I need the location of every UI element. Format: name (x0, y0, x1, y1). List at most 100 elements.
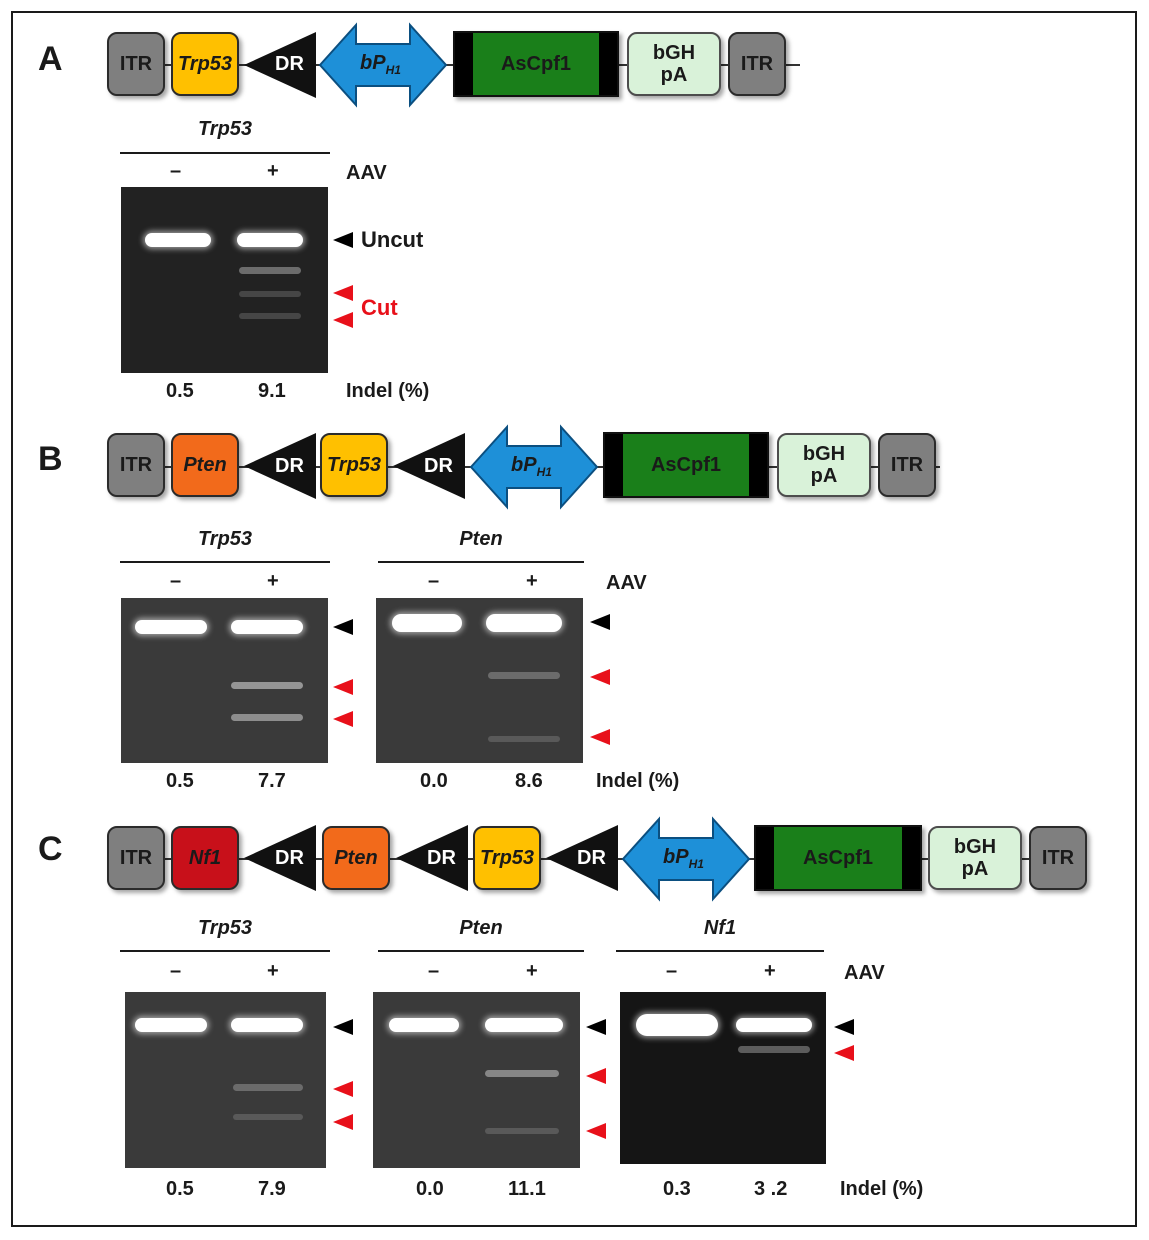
cut-marker (333, 679, 353, 695)
itr-left-box: ITR (107, 32, 165, 96)
ascpf1-box: AsCpf1 (453, 31, 619, 97)
dr-triangle (396, 825, 468, 891)
dr-label: DR (275, 455, 304, 477)
indel-value: 9.1 (258, 380, 286, 402)
band-uncut (392, 614, 462, 632)
band-uncut (145, 233, 211, 247)
gel-title-pten: Pten (459, 917, 503, 939)
cut-marker (333, 1081, 353, 1097)
cut-marker (333, 1114, 353, 1130)
trp53-box: Trp53 (171, 32, 239, 96)
band-cut (485, 1128, 559, 1134)
cut-marker (586, 1068, 606, 1084)
lane-plus-label: + (267, 160, 279, 182)
band-uncut (237, 233, 303, 247)
itr-label: ITR (740, 53, 774, 75)
indel-value: 8.6 (515, 770, 543, 792)
lane-plus-label: + (526, 570, 538, 592)
dr-label: DR (275, 847, 304, 869)
gel-title-trp53: Trp53 (197, 528, 253, 550)
aav-label: AAV (346, 162, 387, 184)
band-uncut (486, 614, 562, 632)
band-uncut (231, 1018, 303, 1032)
indel-value: 0.3 (663, 1178, 691, 1200)
indel-label: Indel (%) (596, 770, 680, 792)
cut-marker (333, 285, 353, 301)
gel-title-rule (120, 950, 330, 952)
dr-label: DR (577, 847, 606, 869)
gel-title-rule (120, 152, 330, 154)
band-cut (239, 291, 301, 297)
trp53-box: Trp53 (320, 433, 388, 497)
gel-image (121, 187, 328, 373)
uncut-marker (333, 232, 353, 248)
uncut-marker (333, 1019, 353, 1035)
gel-image (376, 598, 583, 763)
indel-value: 0.5 (166, 380, 194, 402)
promoter-label: bPH1 (663, 846, 704, 871)
band-cut (488, 736, 560, 742)
nf1-box: Nf1 (171, 826, 239, 890)
cas-label: AsCpf1 (500, 52, 571, 75)
lane-minus-label: – (170, 570, 182, 592)
cut-marker (586, 1123, 606, 1139)
cut-marker (834, 1045, 854, 1061)
lane-minus-label: – (170, 960, 182, 982)
trp53-box: Trp53 (473, 826, 541, 890)
dr-triangle (546, 825, 618, 891)
gel-title-rule (378, 561, 584, 563)
pten-box: Pten (171, 433, 239, 497)
itr-right-box: ITR (728, 32, 786, 96)
dr-triangle (244, 32, 316, 98)
lane-minus-label: – (428, 570, 440, 592)
indel-value: 11.1 (508, 1178, 546, 1200)
lane-plus-label: + (267, 570, 279, 592)
band-cut (231, 682, 303, 689)
promoter-label: bPH1 (511, 454, 552, 479)
ascpf1-box: AsCpf1 (603, 432, 769, 498)
uncut-marker (590, 614, 610, 630)
dr-label: DR (275, 53, 304, 75)
band-uncut (135, 1018, 207, 1032)
cut-marker (590, 729, 610, 745)
gel-image (121, 598, 328, 763)
panel-letter-c: C (38, 830, 63, 868)
itr-left-box: ITR (107, 826, 165, 890)
gel-title-pten: Pten (459, 528, 503, 550)
aav-label: AAV (606, 572, 647, 594)
gel-title-trp53: Trp53 (197, 118, 253, 140)
gel-image (373, 992, 580, 1168)
cut-label: Cut (361, 295, 398, 320)
panel-letter-a: A (38, 40, 63, 78)
indel-value: 7.9 (258, 1178, 286, 1200)
indel-value: 0.0 (416, 1178, 444, 1200)
band-cut (738, 1046, 810, 1053)
dr-label: DR (427, 847, 456, 869)
indel-value: 3 .2 (754, 1178, 788, 1200)
backbone-line (160, 858, 1080, 860)
promoter-arrow (469, 424, 599, 510)
gel-title-rule (378, 950, 584, 952)
band-cut (233, 1084, 303, 1091)
band-uncut (135, 620, 207, 634)
gel-image (620, 992, 826, 1164)
gel-title-rule (120, 561, 330, 563)
band-uncut (485, 1018, 563, 1032)
band-uncut (736, 1018, 812, 1032)
dr-label: DR (424, 455, 453, 477)
indel-label: Indel (%) (346, 380, 430, 402)
band-cut (239, 267, 301, 274)
lane-plus-label: + (526, 960, 538, 982)
gel-title-nf1: Nf1 (703, 917, 737, 939)
dr-triangle (244, 825, 316, 891)
band-uncut (231, 620, 303, 634)
uncut-marker (834, 1019, 854, 1035)
figure-frame (11, 11, 1137, 1227)
band-cut (231, 714, 303, 721)
ascpf1-box: AsCpf1 (754, 825, 922, 891)
band-uncut (389, 1018, 459, 1032)
gel-title-rule (616, 950, 824, 952)
uncut-marker (333, 619, 353, 635)
